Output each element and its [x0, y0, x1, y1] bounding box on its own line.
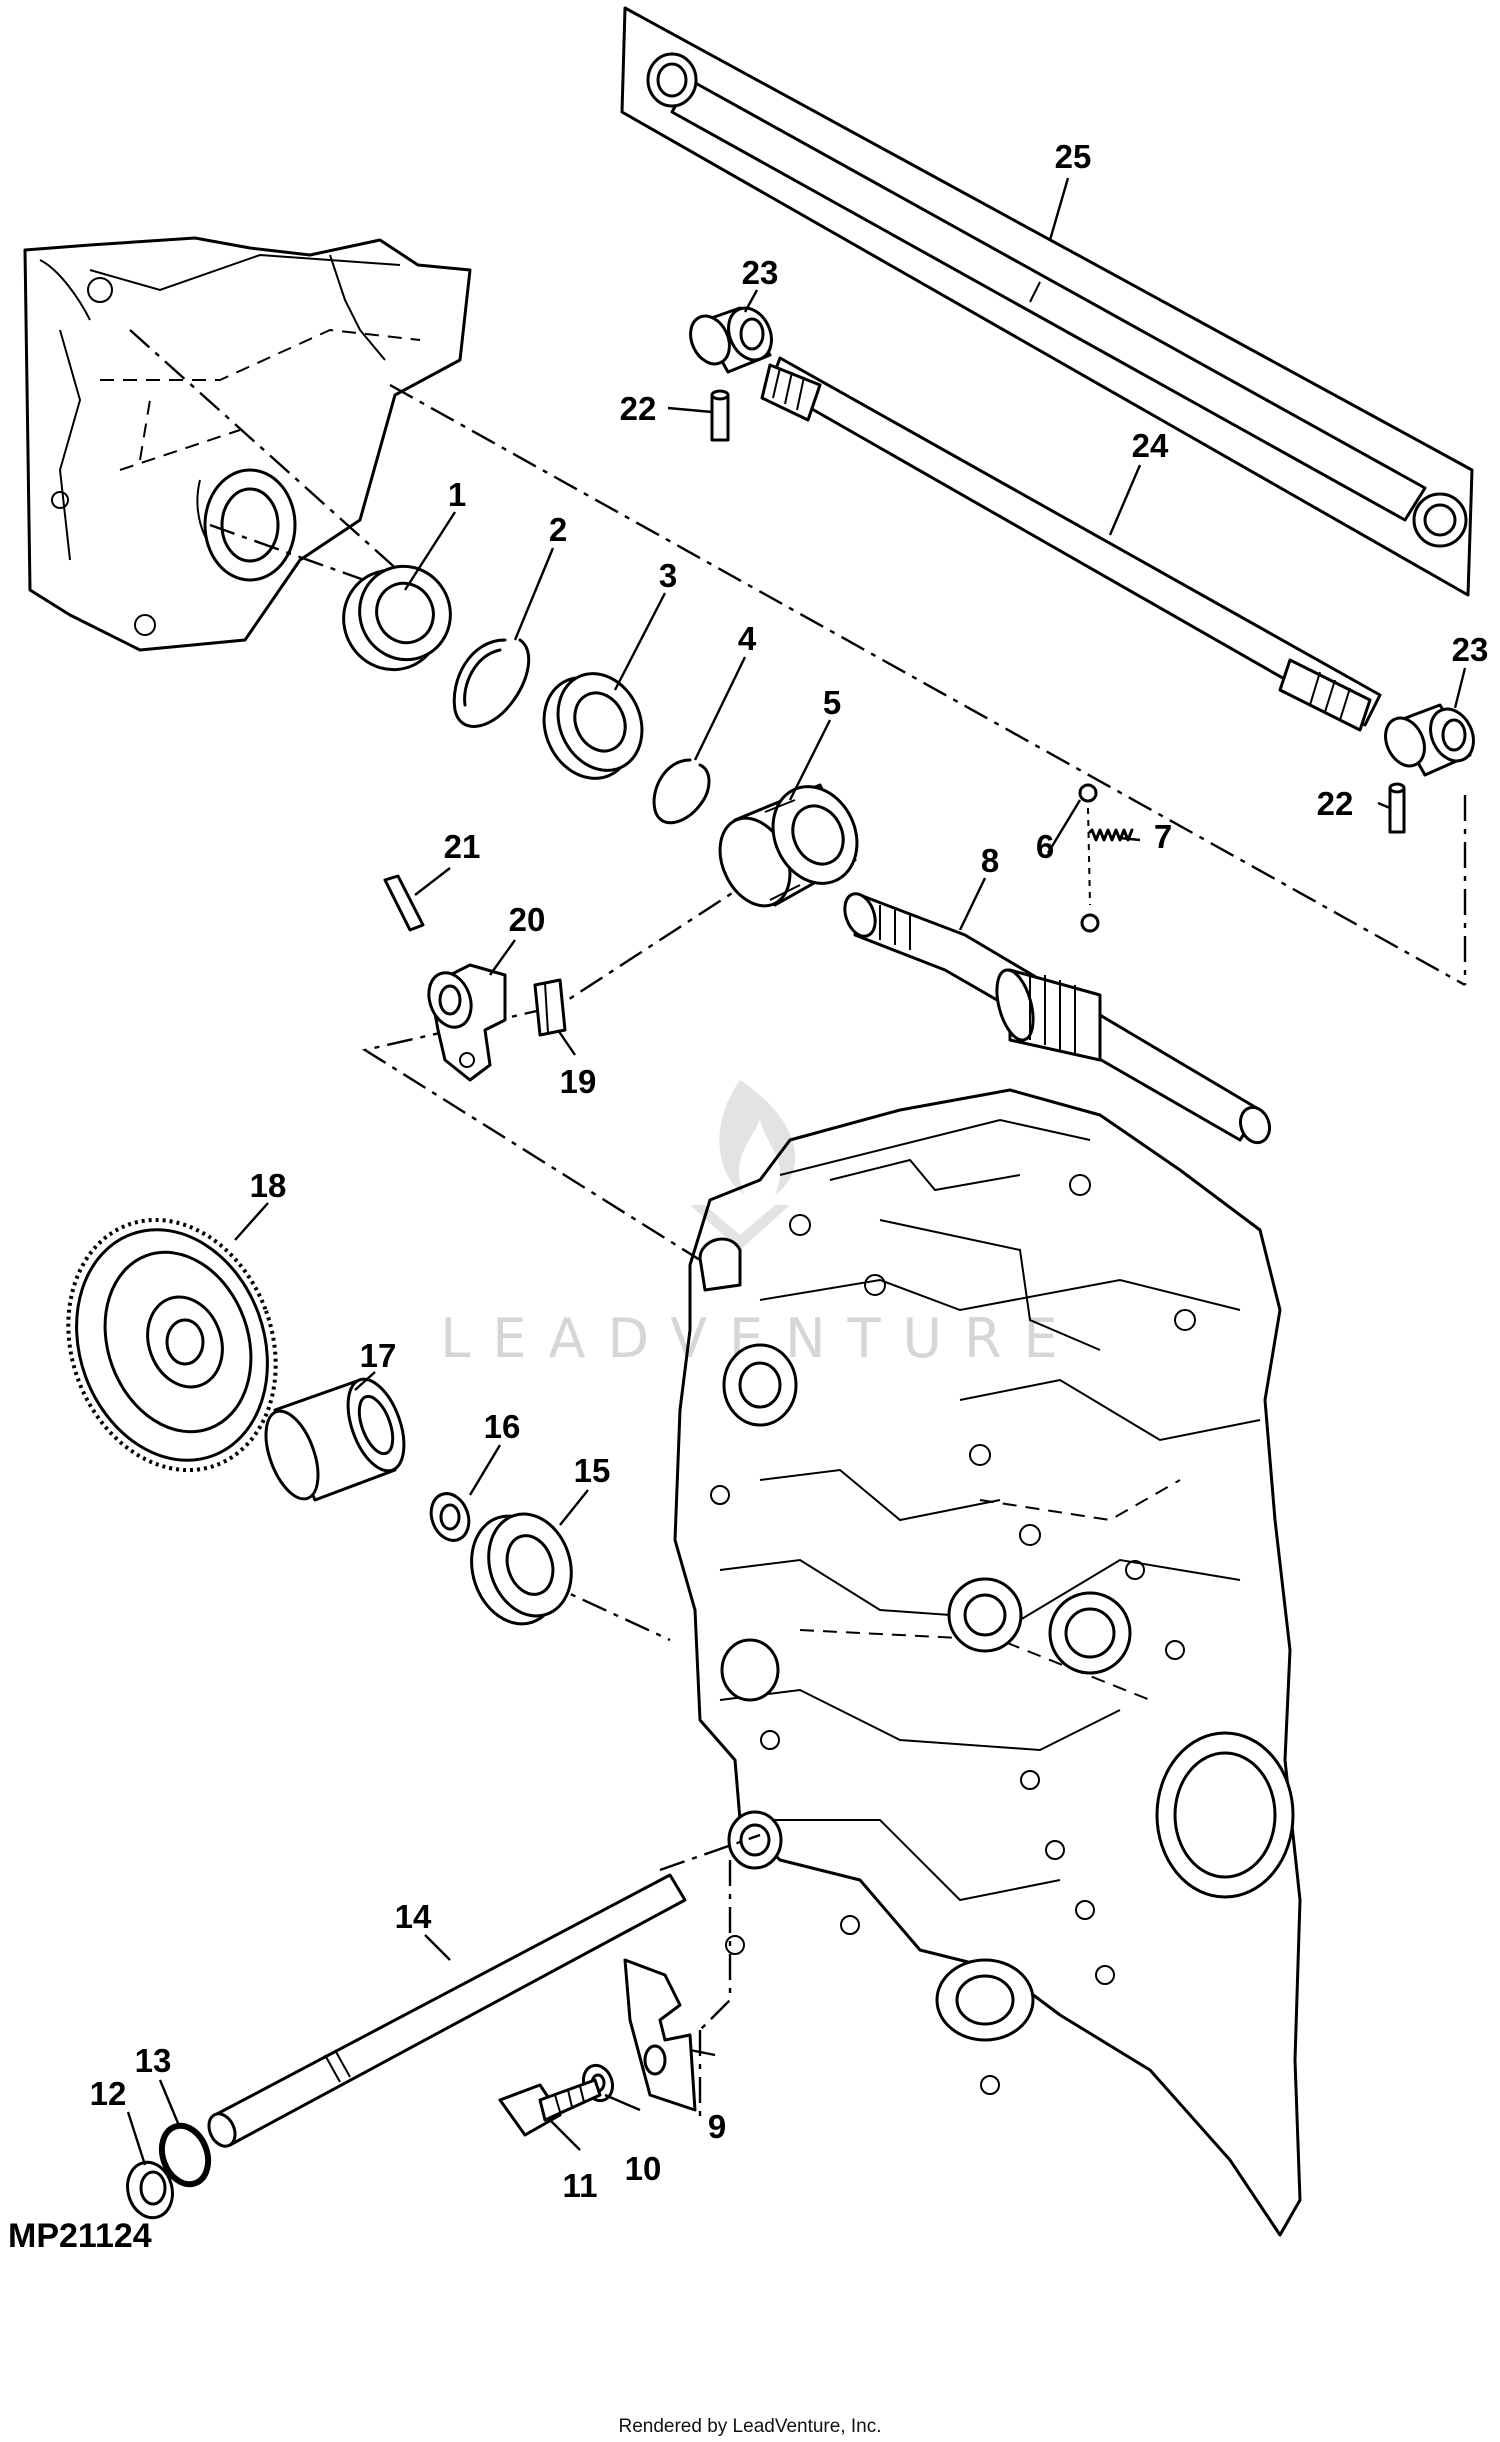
leader-lines [126, 177, 1467, 2166]
callout-18: 18 [250, 1167, 287, 1204]
part-16-washer [429, 1492, 471, 1542]
part-17-spacer [264, 1377, 406, 1502]
part-2-snap-ring [452, 638, 531, 728]
callout-1: 1 [448, 476, 466, 513]
part-21-pin [383, 874, 425, 932]
callout-3: 3 [659, 557, 677, 594]
part-7-spring [1087, 807, 1134, 906]
callout-22b: 22 [1317, 785, 1354, 822]
callout-22a: 22 [620, 390, 657, 427]
footer-credit: Rendered by LeadVenture, Inc. [618, 2416, 881, 2437]
part-9-plate [623, 1958, 697, 2112]
callout-6: 6 [1036, 828, 1054, 865]
callout-19: 19 [560, 1063, 597, 1100]
part-15-bearing [470, 1512, 573, 1626]
callout-10: 10 [625, 2150, 662, 2187]
part-23-bushing-upper [689, 306, 773, 374]
callout-5: 5 [823, 684, 841, 721]
part-1-bearing [342, 564, 452, 672]
drawing-code: MP21124 [8, 2217, 152, 2255]
callout-16: 16 [484, 1408, 521, 1445]
part-6-ball [1078, 783, 1100, 933]
callout-21: 21 [444, 828, 481, 865]
part-23-bushing-lower [1384, 703, 1475, 777]
callout-17: 17 [360, 1337, 397, 1374]
part-5-collar [718, 783, 859, 908]
callout-11: 11 [563, 2167, 598, 2204]
part-12-washer [126, 2160, 174, 2220]
callout-12: 12 [90, 2075, 127, 2112]
part-22-pin-upper [710, 389, 730, 442]
callout-15: 15 [574, 1452, 611, 1489]
callout-20: 20 [509, 901, 546, 938]
main-housing [673, 1088, 1302, 2237]
part-24-shaft [760, 356, 1382, 732]
part-18-gear [66, 1217, 278, 1473]
callout-2: 2 [549, 511, 567, 548]
callout-25: 25 [1055, 138, 1092, 175]
part-14-shaft [207, 1873, 687, 2148]
part-19-block [533, 978, 567, 1037]
callout-13: 13 [135, 2042, 172, 2079]
part-13-o-ring [158, 2122, 212, 2188]
inset-box [620, 6, 1474, 597]
callout-labels: 1 2 3 4 5 6 7 8 9 10 11 12 13 14 15 16 1… [90, 138, 1489, 2204]
upper-housing [23, 236, 472, 652]
part-22-pin-lower [1388, 782, 1406, 834]
callout-7: 7 [1154, 818, 1172, 855]
part-4-snap-ring [652, 758, 711, 825]
part-20-shift-fork [427, 963, 507, 1082]
part-11-bolt [498, 2078, 602, 2137]
callout-23a: 23 [742, 254, 779, 291]
callout-23b: 23 [1452, 631, 1489, 668]
part-8-shaft [843, 892, 1272, 1145]
callout-24: 24 [1132, 427, 1169, 464]
callout-8: 8 [981, 842, 999, 879]
part-3-bearing [542, 672, 644, 780]
callout-14: 14 [395, 1898, 432, 1935]
callout-9: 9 [708, 2108, 726, 2145]
callout-4: 4 [738, 620, 757, 657]
